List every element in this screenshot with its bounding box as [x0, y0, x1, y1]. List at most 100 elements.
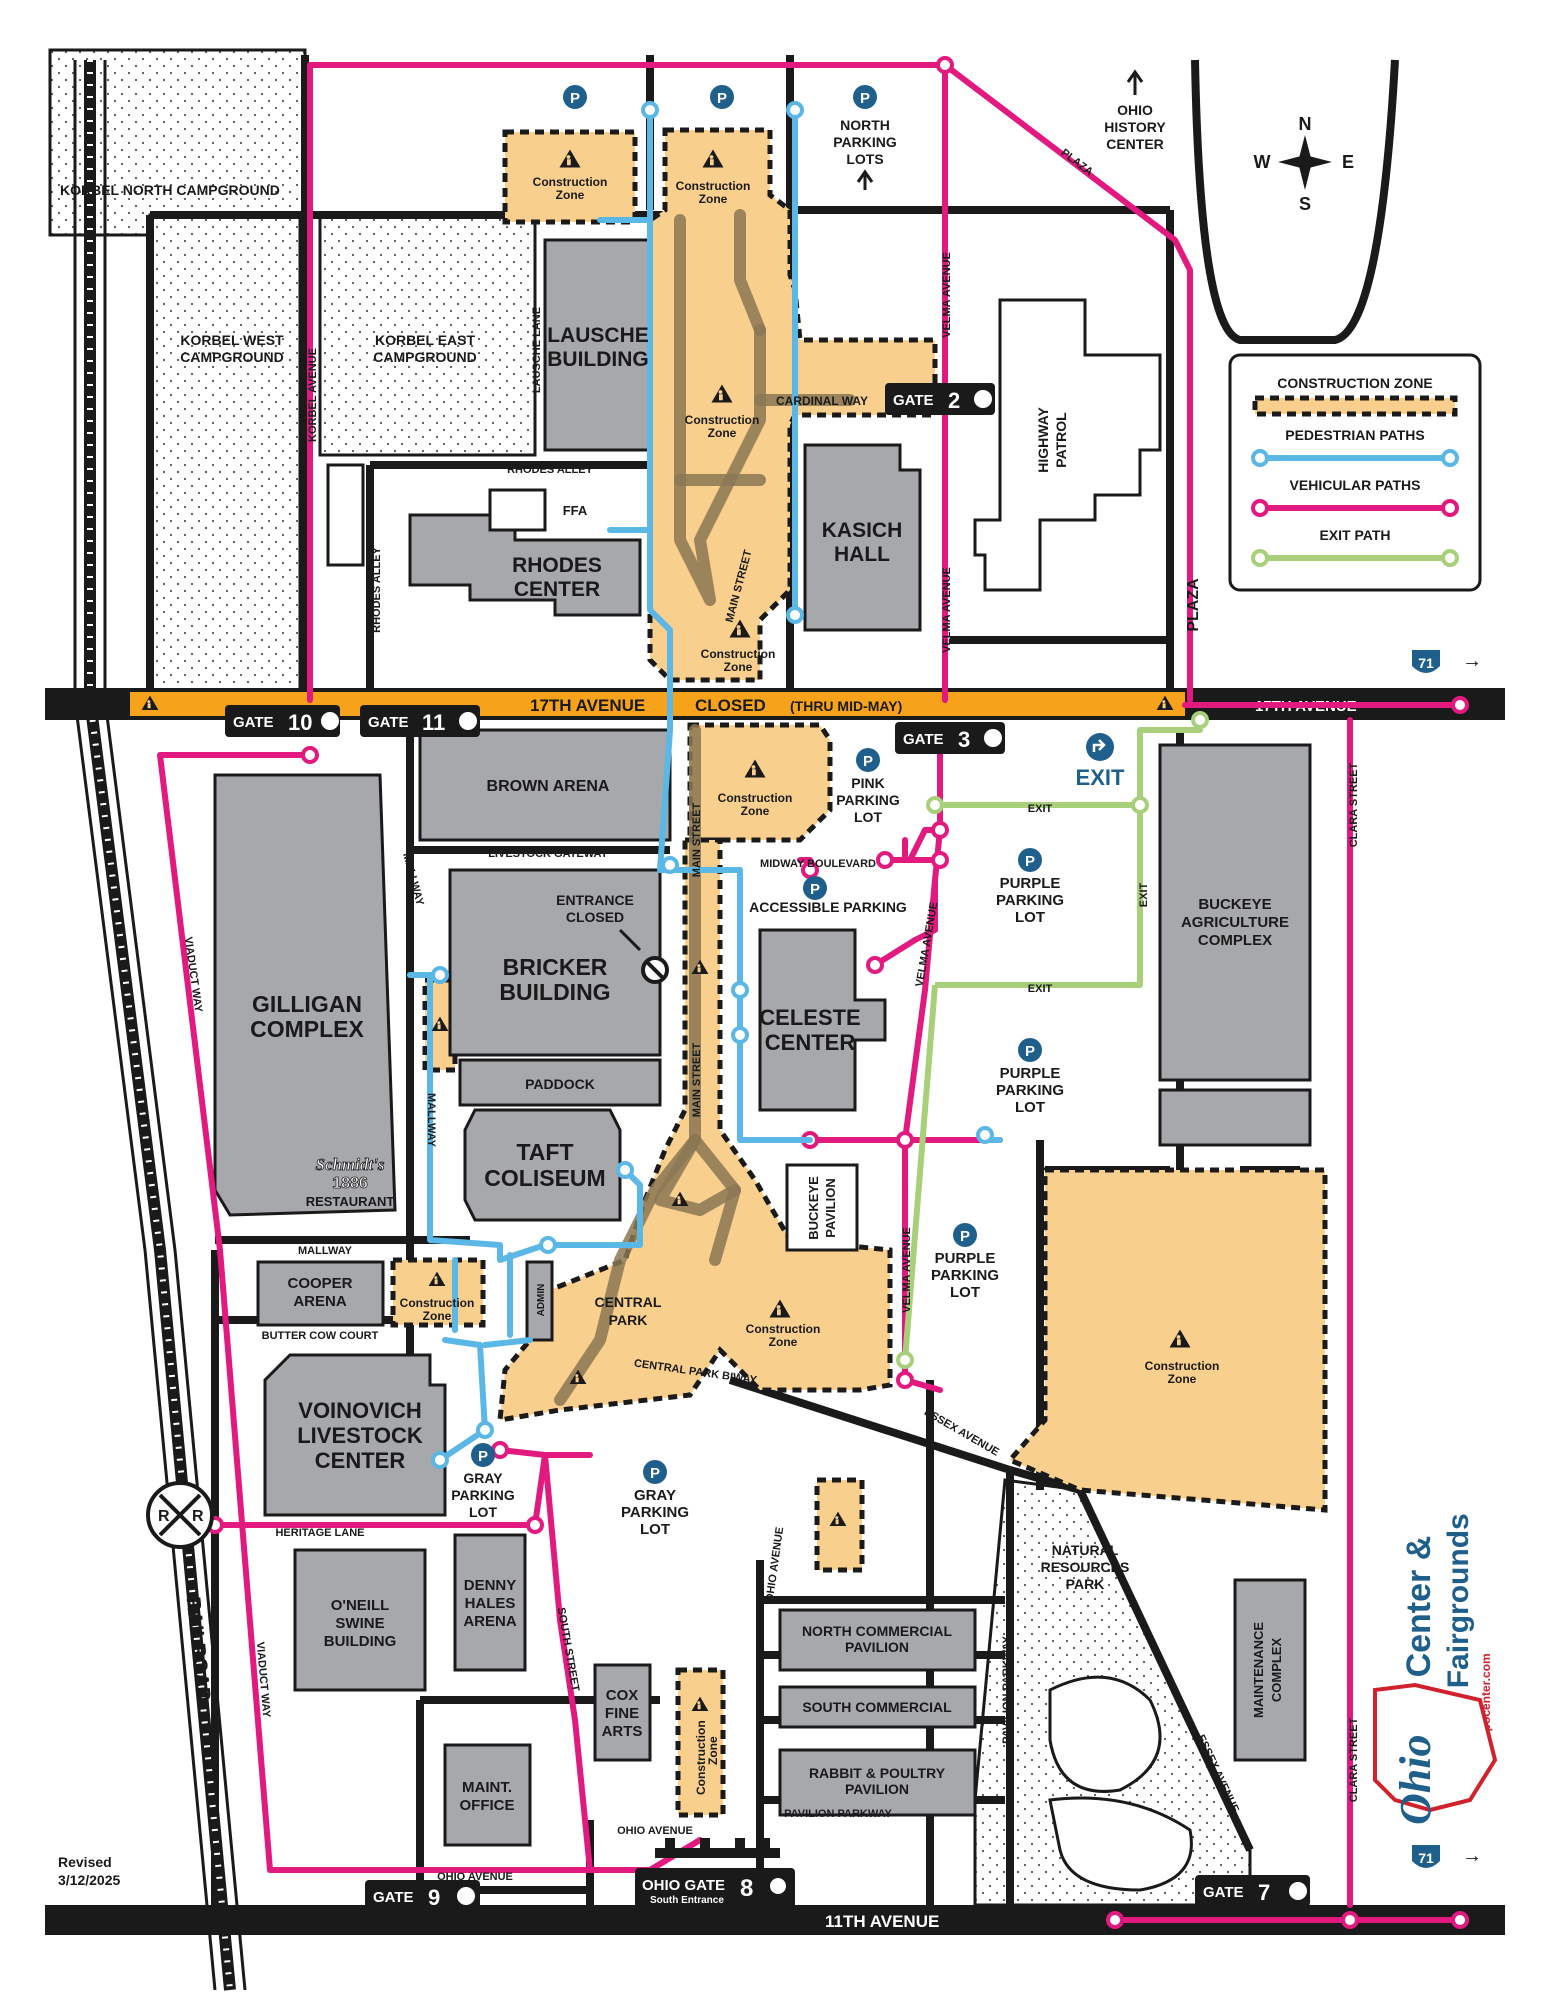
svg-text:LOT: LOT	[1015, 909, 1045, 926]
cz-south-17th	[687, 722, 833, 843]
svg-text:OFFICE: OFFICE	[460, 1797, 515, 1814]
cz-ohio-gate	[675, 1667, 726, 1818]
svg-text:CAMPGROUND: CAMPGROUND	[373, 349, 476, 365]
svg-text:S: S	[1299, 194, 1311, 214]
celeste-center	[758, 928, 887, 1112]
svg-text:2: 2	[948, 388, 960, 413]
building-labels: LAUSCHE BUILDING RHODES CENTER KASICH HA…	[250, 324, 1289, 1814]
svg-text:ARENA: ARENA	[463, 1613, 517, 1630]
svg-text:PURPLE: PURPLE	[1000, 1065, 1061, 1082]
svg-text:3: 3	[958, 727, 970, 752]
parking-icon[interactable]: P	[953, 1223, 977, 1247]
svg-text:PARKING: PARKING	[996, 892, 1064, 909]
gate-11[interactable]: GATE 11	[360, 705, 480, 737]
car-icon	[321, 712, 339, 730]
svg-text:11: 11	[422, 710, 445, 735]
svg-text:P: P	[960, 1228, 970, 1245]
parking-icon[interactable]: P	[856, 748, 880, 772]
svg-text:Construction: Construction	[746, 1322, 821, 1336]
cooper-arena	[256, 1260, 385, 1327]
svg-text:KASICH: KASICH	[822, 519, 903, 542]
svg-text:KORBEL NORTH CAMPGROUND: KORBEL NORTH CAMPGROUND	[60, 182, 280, 198]
ohio-gate-8[interactable]: OHIO GATE 8 South Entrance	[635, 1838, 795, 1908]
svg-text:PARKING: PARKING	[833, 134, 897, 150]
gate-7[interactable]: GATE 7	[1195, 1875, 1310, 1907]
svg-text:GILLIGAN: GILLIGAN	[252, 991, 362, 1017]
parking-icon[interactable]: P	[710, 85, 734, 109]
pedestrian-paths	[407, 107, 1003, 1463]
svg-text:P: P	[863, 753, 873, 770]
svg-text:ARENA: ARENA	[293, 1293, 347, 1310]
parking-icon[interactable]: P	[563, 85, 587, 109]
svg-text:MAINTENANCE: MAINTENANCE	[1251, 1622, 1266, 1718]
ohio-history-road	[1191, 59, 1399, 344]
svg-text:PURPLE: PURPLE	[1000, 875, 1061, 892]
maint-office	[443, 1743, 532, 1847]
svg-text:GATE: GATE	[1203, 1884, 1244, 1901]
svg-text:KORBEL WEST: KORBEL WEST	[180, 332, 284, 348]
svg-text:PARK: PARK	[609, 1312, 648, 1328]
svg-text:BUCKEYE: BUCKEYE	[1198, 896, 1271, 913]
revised-label: Revised	[58, 1854, 112, 1870]
parking-icon[interactable]: P	[853, 85, 877, 109]
svg-text:FFA: FFA	[563, 503, 588, 518]
buildings	[213, 238, 1312, 1892]
svg-text:P: P	[1025, 853, 1035, 870]
car-icon	[984, 729, 1002, 747]
svg-text:1886: 1886	[332, 1175, 368, 1192]
rhodes-center	[408, 513, 642, 617]
cz-cooper	[390, 1257, 486, 1328]
gate-3[interactable]: GATE 3	[895, 722, 1005, 754]
cz-big-east	[1005, 1167, 1328, 1513]
parking-badges[interactable]: P P P P P P P P P P	[471, 85, 1042, 1484]
svg-text:LOT: LOT	[640, 1521, 670, 1538]
oneill-swine	[293, 1548, 427, 1692]
gate-9[interactable]: GATE 9	[365, 1880, 480, 1912]
svg-text:BROWN ARENA: BROWN ARENA	[487, 778, 610, 795]
svg-text:PARKING: PARKING	[451, 1487, 515, 1503]
svg-text:CENTER: CENTER	[315, 1448, 406, 1473]
gate-10[interactable]: GATE 10	[225, 705, 340, 737]
svg-text:LOT: LOT	[1015, 1099, 1045, 1116]
11th-avenue-label: 11TH AVENUE	[825, 1912, 939, 1931]
construction-labels: Construction Zone Construction Zone Cons…	[400, 149, 1219, 1795]
svg-text:COOPER: COOPER	[287, 1275, 352, 1292]
svg-text:MIDWAY BOULEVARD: MIDWAY BOULEVARD	[760, 858, 876, 870]
svg-text:VOINOVICH: VOINOVICH	[298, 1398, 421, 1423]
svg-text:NORTH: NORTH	[840, 117, 890, 133]
svg-text:LIVESTOCK GATEWAY: LIVESTOCK GATEWAY	[488, 848, 608, 860]
railroad-crossing-sign: R R	[146, 1481, 214, 1549]
parking-icon[interactable]: P	[803, 876, 827, 900]
svg-text:HERITAGE LANE: HERITAGE LANE	[275, 1527, 364, 1539]
buckeye-ag-annex	[1158, 1088, 1312, 1147]
svg-text:PLAZA: PLAZA	[1185, 578, 1202, 632]
taft-coliseum	[463, 1108, 622, 1222]
parking-icon[interactable]: P	[643, 1460, 667, 1484]
svg-text:COX: COX	[606, 1687, 639, 1704]
svg-text:NORTH COMMERCIAL: NORTH COMMERCIAL	[802, 1623, 953, 1639]
south-commercial	[778, 1685, 977, 1729]
svg-text:PARKING: PARKING	[836, 792, 900, 808]
svg-text:RHODES ALLEY: RHODES ALLEY	[507, 464, 593, 476]
svg-text:Zone: Zone	[556, 188, 585, 202]
svg-text:LOT: LOT	[854, 809, 882, 825]
svg-text:GATE: GATE	[373, 1889, 414, 1906]
pedestrian-nodes	[431, 101, 994, 1469]
gate-2[interactable]: GATE 2	[885, 383, 995, 415]
vehicular-nodes	[206, 56, 1469, 1929]
parking-icon[interactable]: P	[1018, 1038, 1042, 1062]
svg-text:Construction: Construction	[676, 179, 751, 193]
svg-text:71: 71	[1418, 655, 1434, 671]
interstate-shield-icon	[1412, 650, 1440, 673]
svg-text:BRICKER: BRICKER	[503, 954, 608, 980]
svg-text:OHIO GATE: OHIO GATE	[642, 1877, 725, 1894]
parking-icon[interactable]: P	[1018, 848, 1042, 872]
svg-text:SWINE: SWINE	[335, 1615, 384, 1632]
parking-icon[interactable]: P	[471, 1443, 495, 1467]
buckeye-pavilion	[785, 1163, 859, 1252]
ohio-logo: Ohio	[1391, 1735, 1440, 1825]
svg-text:CENTER: CENTER	[765, 1030, 856, 1055]
svg-text:P: P	[860, 90, 870, 107]
voinovich-center	[263, 1353, 447, 1517]
svg-text:MALLWAY: MALLWAY	[298, 1245, 353, 1257]
